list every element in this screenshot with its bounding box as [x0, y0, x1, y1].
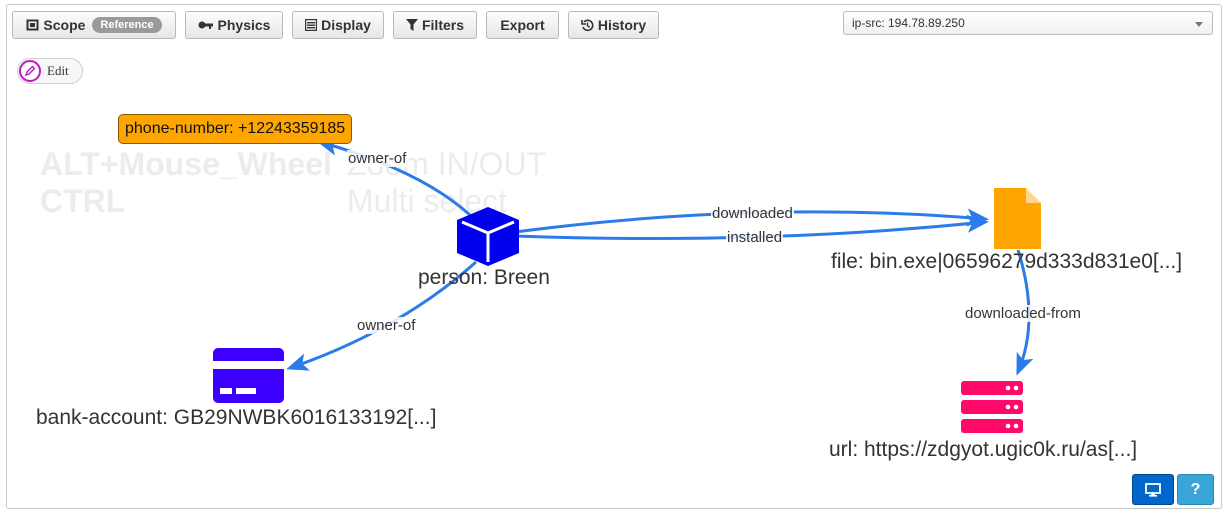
- filters-label: Filters: [421, 17, 464, 33]
- crop-icon: [26, 19, 39, 31]
- help-button[interactable]: ?: [1177, 474, 1214, 505]
- cube-icon[interactable]: [457, 207, 519, 266]
- node-person-label[interactable]: person: Breen: [418, 266, 550, 289]
- node-bank-label[interactable]: bank-account: GB29NWBK6016133192[...]: [36, 406, 437, 429]
- edge-person-phone[interactable]: [316, 138, 472, 217]
- node-phone-number[interactable]: phone-number: +12243359185: [118, 114, 353, 144]
- scope-label: Scope: [43, 17, 86, 33]
- monitor-button[interactable]: [1132, 474, 1174, 505]
- monitor-icon: [1145, 482, 1161, 497]
- node-file-label[interactable]: file: bin.exe|06596279d333d831e0[...]: [831, 250, 1183, 273]
- key-icon: [198, 21, 213, 29]
- history-button[interactable]: History: [568, 11, 659, 39]
- chevron-down-icon: [1195, 22, 1203, 27]
- scope-button[interactable]: Scope Reference: [12, 11, 176, 39]
- help-label: ?: [1190, 480, 1201, 498]
- edge-label-owner-of-phone: owner-of: [347, 150, 408, 167]
- scope-badge: Reference: [92, 17, 162, 33]
- display-label: Display: [321, 17, 371, 33]
- edit-button[interactable]: Edit: [17, 58, 83, 84]
- pencil-icon: [19, 60, 41, 82]
- edge-label-downloaded-from: downloaded-from: [964, 305, 1082, 322]
- filters-button[interactable]: Filters: [393, 11, 477, 39]
- funnel-icon: [405, 19, 418, 31]
- source-select-value: ip-src: 194.78.89.250: [852, 16, 965, 30]
- export-label: Export: [500, 17, 545, 33]
- credit-card-icon[interactable]: [213, 348, 284, 403]
- physics-button[interactable]: Physics: [185, 11, 283, 39]
- hint-shortcut-1: ALT+Mouse_Wheel: [40, 146, 332, 182]
- edge-label-owner-of-bank: owner-of: [356, 317, 417, 334]
- edge-label-installed: installed: [726, 229, 784, 246]
- edit-label: Edit: [47, 63, 69, 78]
- source-select[interactable]: ip-src: 194.78.89.250: [843, 11, 1213, 35]
- hint-shortcut-2: CTRL: [40, 183, 126, 219]
- list-icon: [305, 19, 318, 31]
- history-icon: [581, 19, 594, 31]
- file-icon[interactable]: [994, 188, 1041, 249]
- server-icon[interactable]: [961, 381, 1023, 433]
- physics-label: Physics: [217, 17, 271, 33]
- display-button[interactable]: Display: [292, 11, 384, 39]
- node-url-label[interactable]: url: https://zdgyot.ugic0k.ru/as[...]: [829, 438, 1138, 461]
- edge-label-downloaded: downloaded: [711, 205, 794, 222]
- history-label: History: [597, 17, 647, 33]
- export-button[interactable]: Export: [486, 11, 559, 39]
